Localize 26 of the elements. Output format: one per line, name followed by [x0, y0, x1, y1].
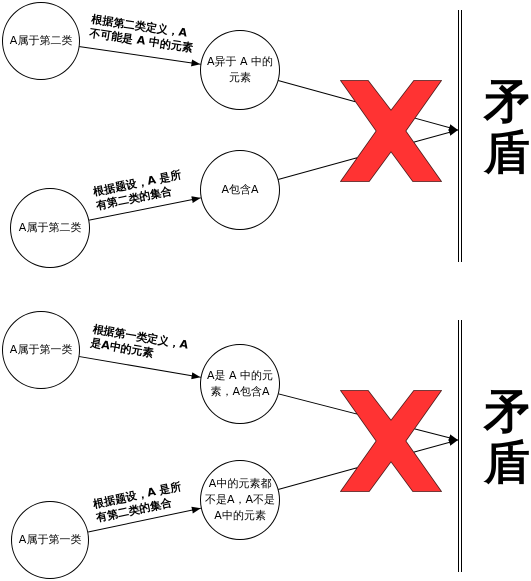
arrow — [413, 129, 458, 143]
connector-line — [278, 393, 358, 415]
node-label: A异于 A 中的元素 — [206, 54, 274, 86]
arrow — [414, 428, 458, 442]
node-label: A属于第一类 — [10, 342, 72, 358]
edge-label: 根据题设，A 是所有第二类的集合 — [92, 478, 183, 525]
conclusion-label: 矛盾 — [484, 386, 530, 488]
arrow — [413, 439, 458, 453]
arrow — [79, 46, 201, 66]
edge-label: 根据第一类定义，A是A中的元素 — [89, 322, 190, 362]
conclusion-label: 矛盾 — [484, 76, 530, 178]
arrow — [88, 506, 202, 532]
node-label: A属于第二类 — [18, 220, 82, 236]
node-label: A属于第一类 — [18, 532, 82, 548]
node-label: A属于第二类 — [10, 33, 72, 49]
edge-label: 根据第二类定义，A不可能是 A 中的元素 — [88, 12, 195, 55]
node-label: A包含A — [221, 182, 259, 198]
arrow — [78, 356, 202, 380]
connector-line — [278, 80, 356, 102]
arrow — [414, 118, 458, 131]
node-label: A是 A 中的元素，A包含A — [206, 368, 274, 400]
connector-line — [278, 157, 358, 180]
node-label: A中的元素都不是A，A不是A中的元素 — [204, 476, 276, 524]
edge-label: 根据题设，A 是所有第二类的集合 — [92, 168, 184, 214]
connector-line — [278, 467, 358, 490]
arrow — [88, 196, 202, 221]
